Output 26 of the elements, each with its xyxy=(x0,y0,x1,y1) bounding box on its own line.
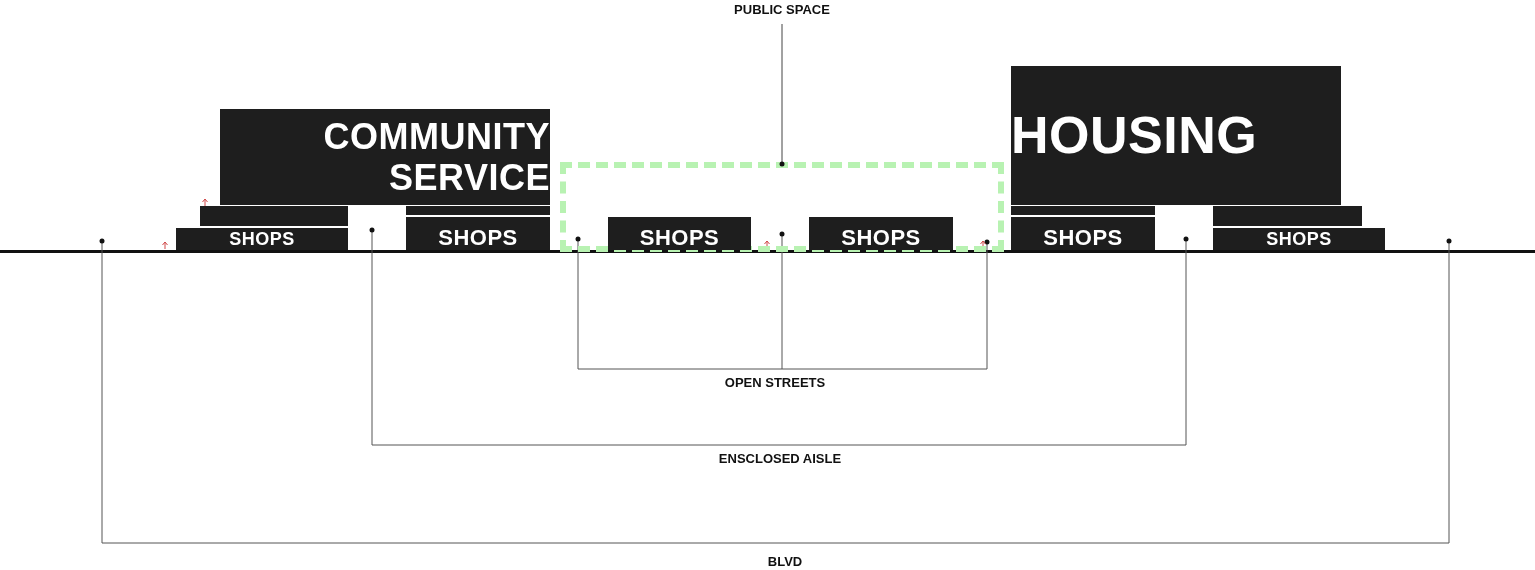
building-block xyxy=(406,217,550,250)
building-block xyxy=(1011,66,1341,205)
building-label: SHOPS xyxy=(639,224,720,250)
area-label: OPEN STREETS xyxy=(724,375,826,390)
building-label: SHOPS xyxy=(438,224,518,250)
building-label: SHOPS xyxy=(1266,229,1332,250)
dashed-zone-outline xyxy=(560,162,1004,252)
building-block xyxy=(608,217,751,250)
floor-bar xyxy=(1213,206,1362,226)
building-label: SHOPS xyxy=(1043,224,1123,250)
building-block xyxy=(1213,228,1385,250)
floor-bar xyxy=(200,206,348,226)
building-block xyxy=(809,217,953,250)
floor-bar xyxy=(406,206,550,215)
building-block xyxy=(1011,217,1155,250)
floor-bar xyxy=(1011,206,1155,215)
area-label: BLVD xyxy=(767,554,803,569)
building-block xyxy=(176,228,348,250)
leader-line xyxy=(779,23,785,167)
building-label: SHOPS xyxy=(841,224,921,250)
building-label: SHOPS xyxy=(229,229,295,250)
area-label-text: PUBLIC SPACE xyxy=(734,1,830,17)
building-block xyxy=(220,109,550,205)
area-label: ENSCLOSED AISLE xyxy=(718,451,842,466)
building-label: COMMUNITY SERVICE xyxy=(322,115,550,199)
building-label: HOUSING xyxy=(1011,105,1258,166)
